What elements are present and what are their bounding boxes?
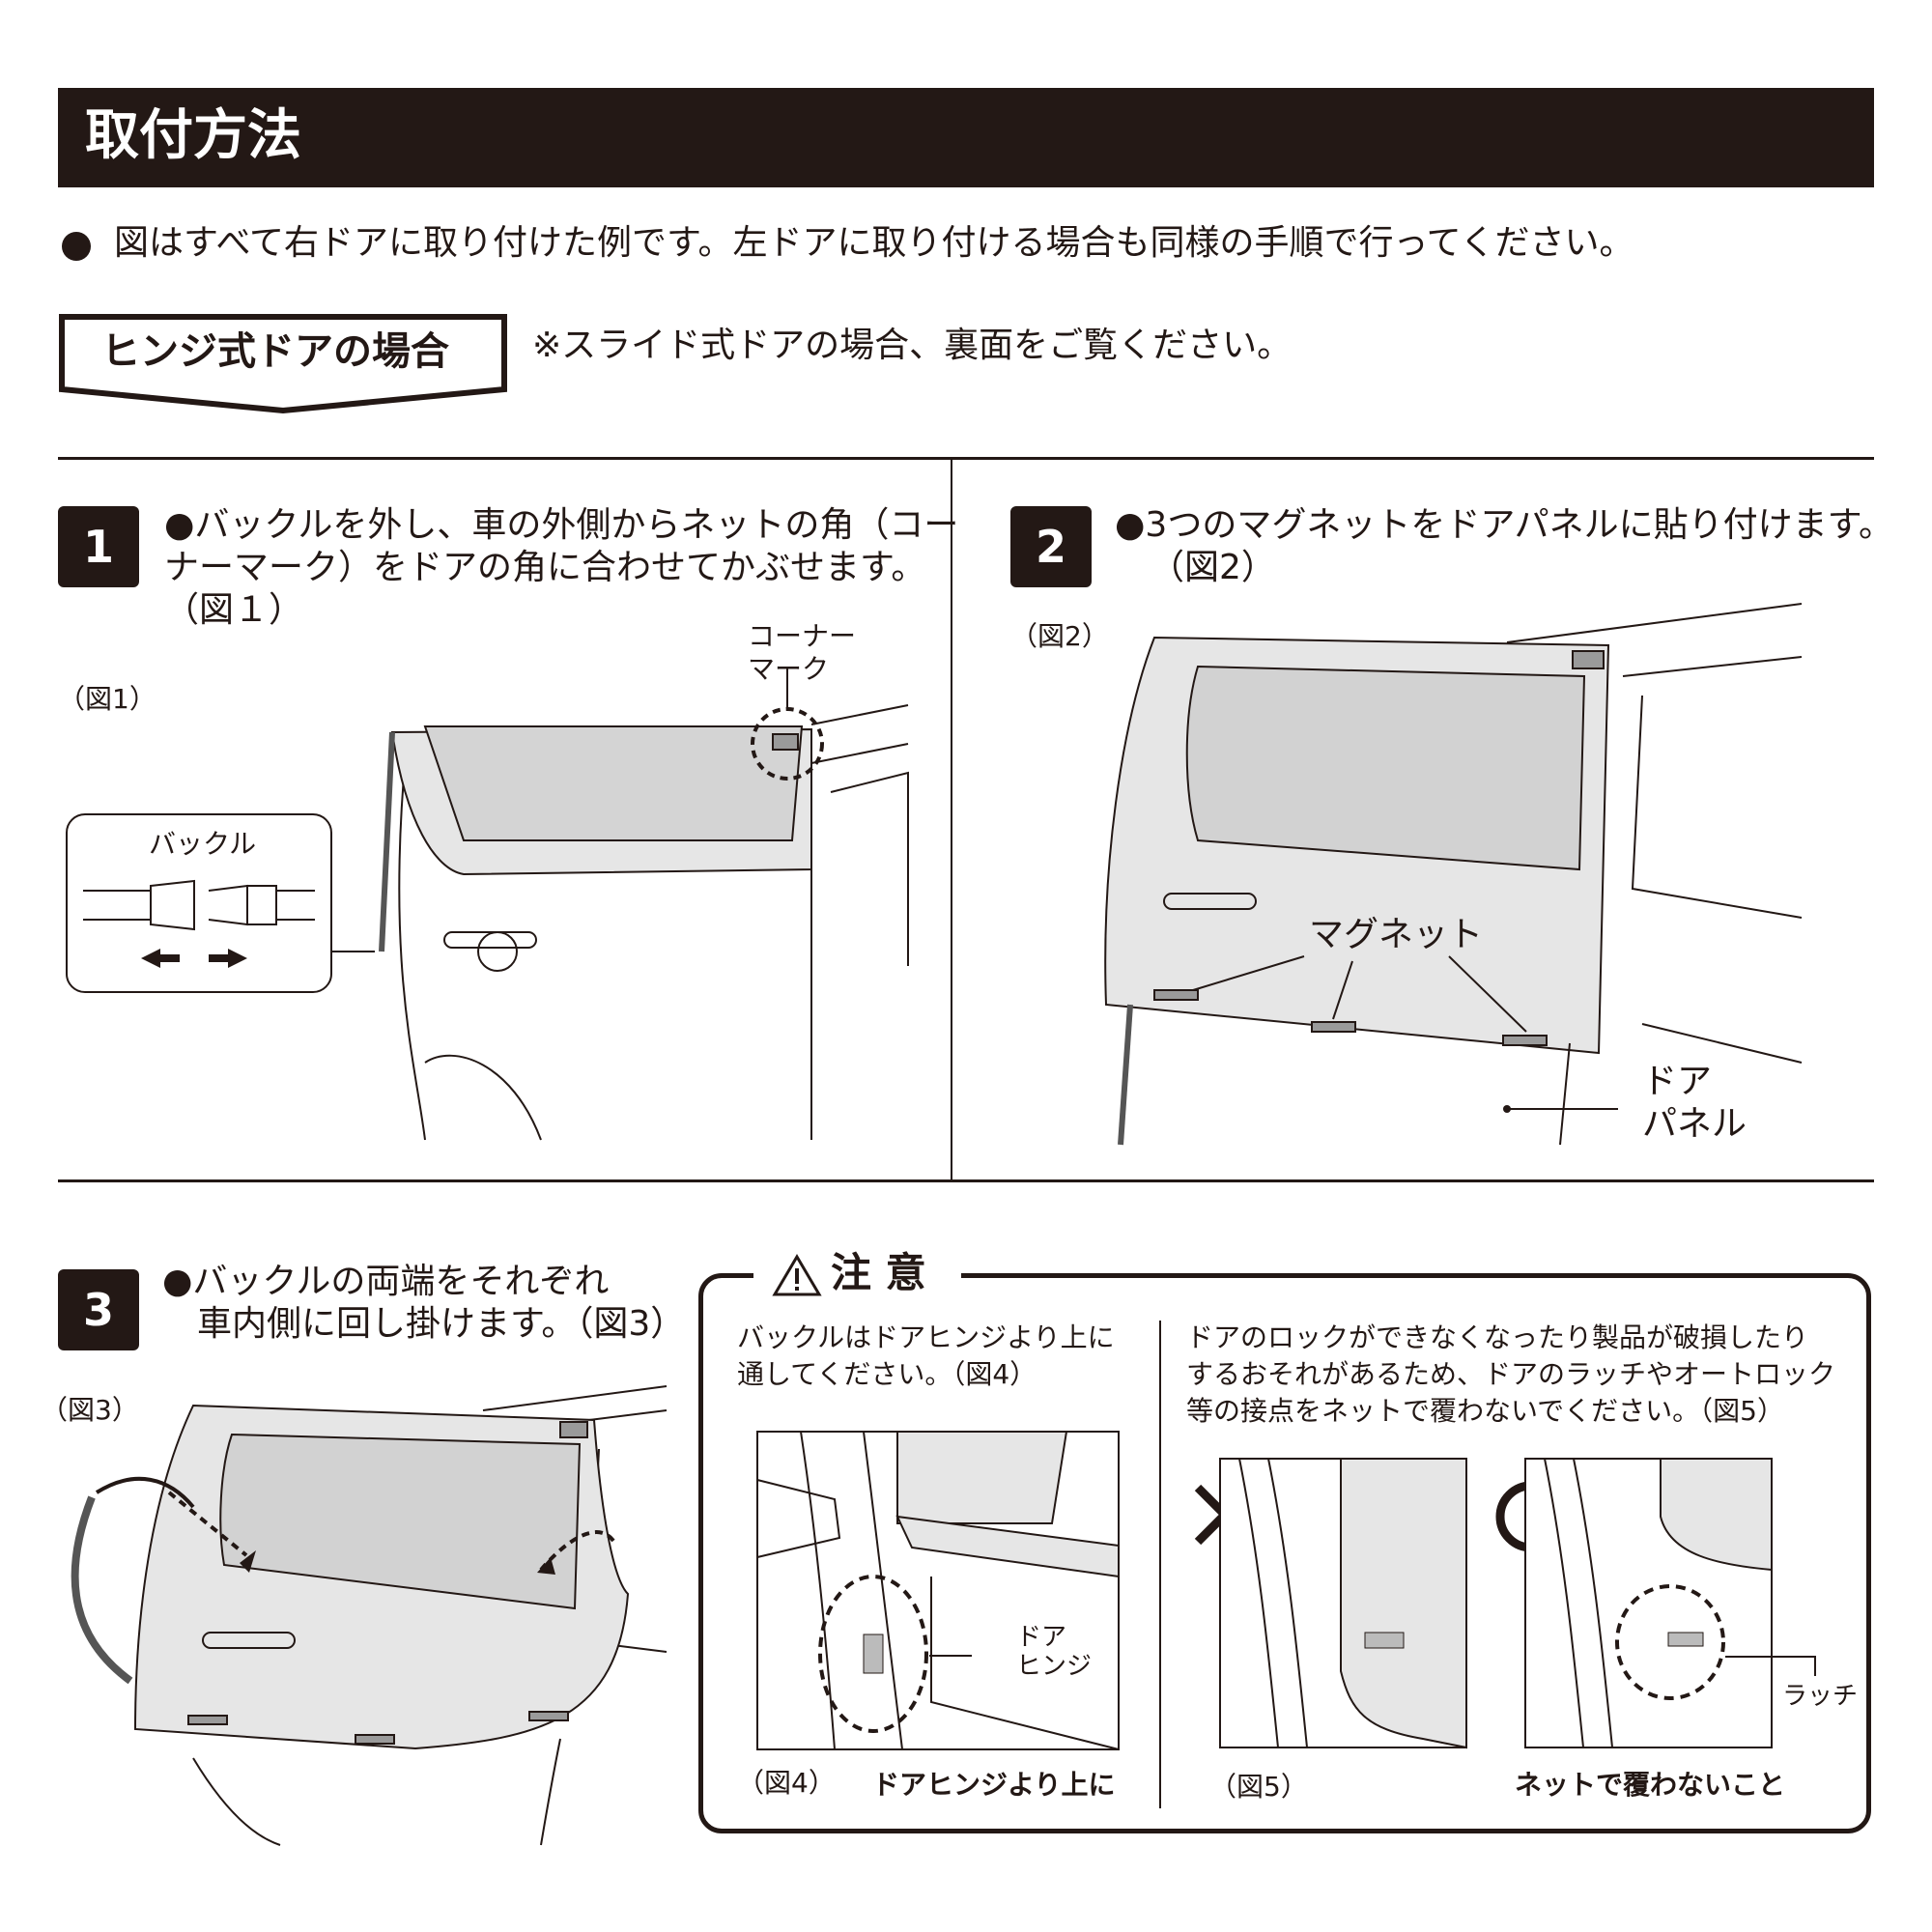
buckle-icon: [83, 879, 315, 968]
divider: [58, 457, 1874, 460]
step-badge-1: 1: [58, 506, 139, 587]
figure-label: （図1）: [58, 683, 156, 715]
label-line: ドア: [1016, 1623, 1067, 1652]
fig4-caption: ドアヒンジより上に: [872, 1769, 1116, 1801]
divider: [951, 458, 952, 1180]
caution-right-text: ドアのロックができなくなったり製品が破損したり するおそれがあるため、ドアのラッ…: [1186, 1320, 1835, 1430]
step-line: ●3つのマグネットをドアパネルに貼り付けます。: [1115, 505, 1893, 545]
buckle-label: バックル: [149, 828, 257, 860]
figure-5-bad-illustration: [1219, 1458, 1467, 1749]
intro-text: 図はすべて右ドアに取り付けた例です。左ドアに取り付ける場合も同様の手順で行ってく…: [114, 223, 1634, 263]
bullet-icon: [62, 232, 91, 261]
buckle-callout: バックル: [66, 813, 332, 993]
caution-title-bg: [753, 1251, 961, 1299]
figure-5-good-illustration: [1524, 1458, 1816, 1748]
caution-line: ドアのロックができなくなったり製品が破損したり: [1186, 1321, 1809, 1353]
caution-title: 注 意: [831, 1249, 926, 1296]
step-2-text: ●3つのマグネットをドアパネルに貼り付けます。 （図2）: [1115, 504, 1893, 589]
step-badge-2: 2: [1010, 506, 1092, 587]
figure-3-illustration: [71, 1385, 668, 1846]
figure-4-illustration: [756, 1431, 1120, 1750]
label-line: ドア: [1642, 1062, 1713, 1101]
magnet-label: マグネット: [1309, 915, 1484, 954]
fig5-caption: ネットで覆わないこと: [1515, 1769, 1786, 1801]
step-line: ●バックルの両端をそれぞれ: [162, 1262, 610, 1301]
door-panel-label: ドア パネル: [1642, 1061, 1747, 1146]
step-line: （図１）: [164, 590, 304, 630]
caution-left-text: バックルはドアヒンジより上に 通してください。（図4）: [737, 1320, 1115, 1393]
divider: [58, 1179, 1874, 1182]
latch-label: ラッチ: [1782, 1682, 1859, 1711]
label-line: マーク: [748, 653, 830, 685]
caution-box: [698, 1273, 1871, 1833]
caution-line: バックルはドアヒンジより上に: [737, 1321, 1115, 1353]
warning-icon: [772, 1254, 822, 1296]
caution-divider: [1159, 1321, 1161, 1808]
step-line: 車内側に回し掛けます。（図3）: [197, 1304, 686, 1344]
caution-line: するおそれがあるため、ドアのラッチやオートロック: [1186, 1358, 1836, 1390]
label-line: パネル: [1642, 1104, 1747, 1144]
hinge-label: ドア ヒンジ: [1016, 1623, 1092, 1681]
caution-line: 等の接点をネットで覆わないでください。（図5）: [1186, 1395, 1784, 1427]
figure-label: （図5）: [1209, 1771, 1308, 1803]
figure-label: （図4）: [737, 1767, 836, 1799]
step-line: ナーマーク）をドアの角に合わせてかぶせます。: [164, 548, 926, 587]
figure-label: （図3）: [41, 1394, 139, 1426]
section-note: ※スライド式ドアの場合、裏面をご覧ください。: [532, 326, 1293, 365]
page-title: 取付方法: [58, 88, 1874, 187]
caution-line: 通してください。（図4）: [737, 1358, 1037, 1390]
figure-2-illustration: [1104, 603, 1803, 1146]
figure-label: （図2）: [1010, 620, 1109, 652]
step-line: ●バックルを外し、車の外側からネットの角（コー: [164, 505, 959, 545]
step-1-text: ●バックルを外し、車の外側からネットの角（コー ナーマーク）をドアの角に合わせて…: [164, 504, 958, 632]
figure-1-illustration: [332, 667, 909, 1141]
label-line: コーナー: [748, 620, 857, 652]
label-line: ヒンジ: [1016, 1652, 1093, 1681]
section-tag: ヒンジ式ドアの場合: [101, 329, 449, 374]
step-badge-3: 3: [58, 1269, 139, 1350]
step-line: （図2）: [1150, 548, 1276, 587]
section-tag-shape: [59, 314, 507, 414]
corner-mark-label: コーナー マーク: [748, 620, 856, 686]
step-3-text: ●バックルの両端をそれぞれ 車内側に回し掛けます。（図3）: [162, 1261, 685, 1346]
